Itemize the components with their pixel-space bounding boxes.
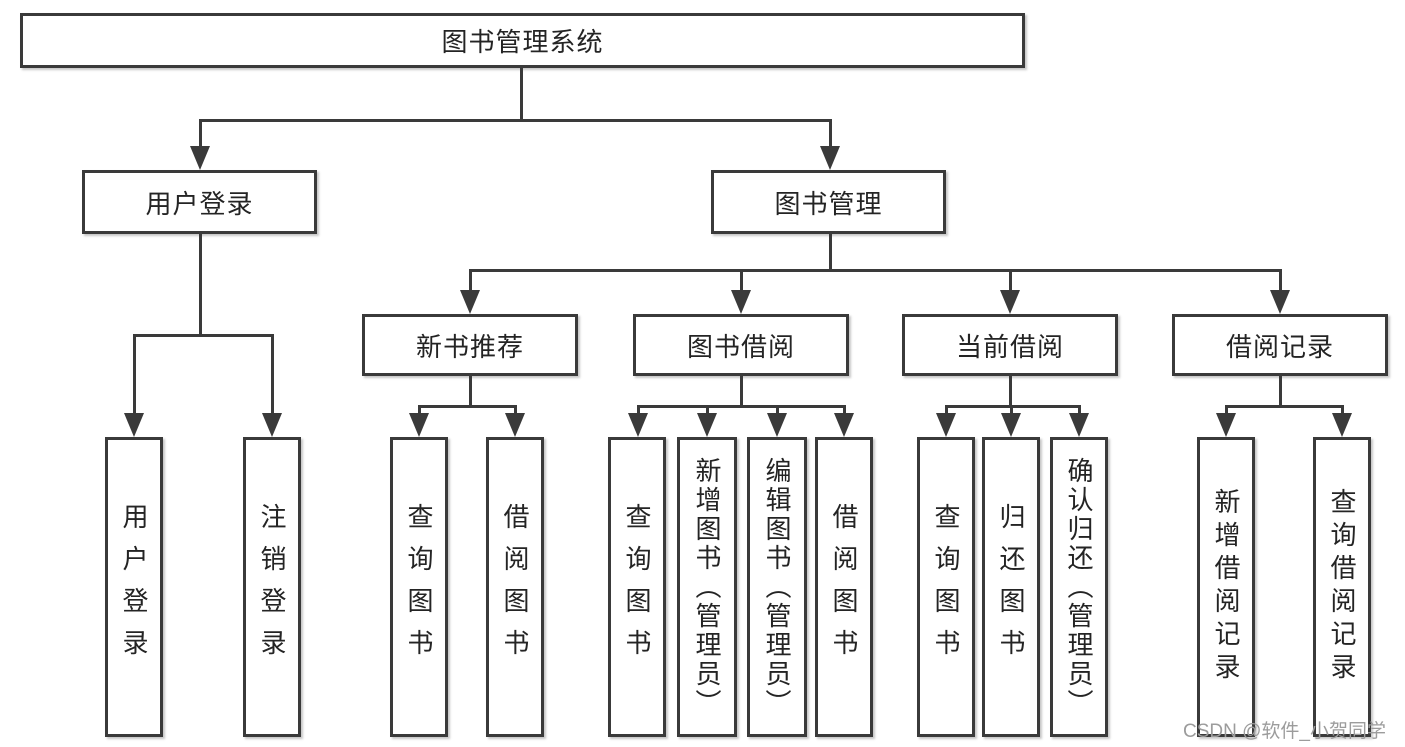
- arrow-new-book-leaf2-icon: [505, 413, 525, 437]
- connector-user-login-drop1: [133, 334, 136, 416]
- arrow-to-user-login-icon: [190, 146, 210, 170]
- leaf-add-book-admin: 新增图书（管理员）: [677, 437, 737, 737]
- connector-borrow-records-stem: [1279, 376, 1282, 408]
- leaf-query-books-borrow: 查询图书: [608, 437, 666, 737]
- connector-user-login-drop2: [271, 334, 274, 416]
- connector-root-right-drop: [829, 119, 832, 151]
- connector-borrow-records-hbar: [1225, 405, 1344, 408]
- leaf-add-book-admin-label: 新增图书（管理员）: [692, 456, 722, 718]
- node-current-borrow: 当前借阅: [902, 314, 1118, 376]
- connector-root-left-drop: [199, 119, 202, 151]
- node-user-login: 用户登录: [82, 170, 317, 234]
- arrow-book-borrow-leaf4-icon: [834, 413, 854, 437]
- arrow-current-borrow-leaf2-icon: [1001, 413, 1021, 437]
- leaf-edit-book-admin-label: 编辑图书（管理员）: [762, 456, 792, 718]
- leaf-add-borrow-record: 新增借阅记录: [1197, 437, 1255, 737]
- node-library-system-label: 图书管理系统: [441, 27, 604, 57]
- node-current-borrow-label: 当前借阅: [955, 331, 1064, 362]
- connector-book-borrow-drop1: [637, 405, 640, 415]
- leaf-query-borrow-record: 查询借阅记录: [1313, 437, 1371, 737]
- leaf-borrow-books: 借阅图书: [815, 437, 873, 737]
- connector-current-borrow-drop1: [945, 405, 948, 415]
- leaf-user-login-label: 用户登录: [119, 503, 149, 671]
- connector-book-mgmt-drop4: [1279, 269, 1282, 293]
- node-book-borrow-label: 图书借阅: [686, 331, 795, 362]
- arrow-book-borrow-leaf2-icon: [697, 413, 717, 437]
- connector-book-mgmt-drop2: [740, 269, 743, 293]
- connector-user-login-hbar: [133, 334, 274, 337]
- node-new-book-recommend-label: 新书推荐: [415, 331, 524, 362]
- leaf-add-borrow-record-label: 新增借阅记录: [1211, 488, 1241, 686]
- arrow-book-borrow-leaf3-icon: [767, 413, 787, 437]
- connector-book-mgmt-hbar: [469, 269, 1282, 272]
- connector-new-book-stem: [469, 376, 472, 408]
- leaf-query-books-current-label: 查询图书: [931, 503, 961, 671]
- connector-book-borrow-stem: [740, 376, 743, 408]
- csdn-watermark: CSDN @软件_小贺同学: [1183, 721, 1386, 742]
- leaf-confirm-return-admin: 确认归还（管理员）: [1050, 437, 1108, 737]
- connector-new-book-hbar: [418, 405, 517, 408]
- connector-root-stem: [520, 68, 523, 122]
- arrow-current-borrow-leaf3-icon: [1069, 413, 1089, 437]
- node-borrow-records: 借阅记录: [1172, 314, 1388, 376]
- arrow-borrow-records-leaf1-icon: [1216, 413, 1236, 437]
- connector-book-mgmt-stem: [829, 234, 832, 272]
- connector-book-borrow-drop4: [843, 405, 846, 415]
- leaf-return-books: 归还图书: [982, 437, 1040, 737]
- leaf-borrow-books-label: 借阅图书: [829, 503, 859, 671]
- arrow-book-borrow-leaf1-icon: [628, 413, 648, 437]
- leaf-logout-label: 注销登录: [257, 503, 287, 671]
- leaf-edit-book-admin: 编辑图书（管理员）: [747, 437, 807, 737]
- node-book-management-label: 图书管理: [774, 188, 883, 219]
- node-user-login-label: 用户登录: [145, 188, 254, 219]
- node-new-book-recommend: 新书推荐: [362, 314, 578, 376]
- arrow-to-leaf-user-login-icon: [124, 413, 144, 437]
- connector-book-mgmt-drop1: [469, 269, 472, 293]
- arrow-new-book-leaf1-icon: [409, 413, 429, 437]
- connector-book-borrow-drop2: [706, 405, 709, 415]
- leaf-query-books-current: 查询图书: [917, 437, 975, 737]
- arrow-to-new-book-icon: [460, 290, 480, 314]
- arrow-to-current-borrow-icon: [1000, 290, 1020, 314]
- leaf-query-books-recommend-label: 查询图书: [404, 503, 434, 671]
- leaf-borrow-books-recommend-label: 借阅图书: [500, 503, 530, 671]
- arrow-to-borrow-records-icon: [1270, 290, 1290, 314]
- leaf-query-books-recommend: 查询图书: [390, 437, 448, 737]
- node-borrow-records-label: 借阅记录: [1225, 331, 1334, 362]
- leaf-confirm-return-admin-label: 确认归还（管理员）: [1064, 456, 1094, 718]
- connector-user-login-stem: [199, 234, 202, 337]
- leaf-logout: 注销登录: [243, 437, 301, 737]
- connector-current-borrow-drop2: [1010, 405, 1013, 415]
- arrow-to-leaf-logout-icon: [262, 413, 282, 437]
- leaf-query-books-borrow-label: 查询图书: [622, 503, 652, 671]
- connector-current-borrow-stem: [1009, 376, 1012, 408]
- arrow-current-borrow-leaf1-icon: [936, 413, 956, 437]
- connector-borrow-records-drop1: [1225, 405, 1228, 415]
- connector-current-borrow-drop3: [1078, 405, 1081, 415]
- leaf-borrow-books-recommend: 借阅图书: [486, 437, 544, 737]
- leaf-user-login: 用户登录: [105, 437, 163, 737]
- connector-book-borrow-drop3: [776, 405, 779, 415]
- connector-new-book-drop1: [418, 405, 421, 415]
- node-library-system: 图书管理系统: [20, 13, 1025, 68]
- leaf-query-borrow-record-label: 查询借阅记录: [1327, 488, 1357, 686]
- node-book-management: 图书管理: [711, 170, 946, 234]
- node-book-borrow: 图书借阅: [633, 314, 849, 376]
- connector-new-book-drop2: [514, 405, 517, 415]
- connector-book-borrow-hbar: [637, 405, 846, 408]
- arrow-to-book-borrow-icon: [731, 290, 751, 314]
- arrow-to-book-management-icon: [820, 146, 840, 170]
- arrow-borrow-records-leaf2-icon: [1332, 413, 1352, 437]
- connector-root-hbar: [199, 119, 831, 122]
- leaf-return-books-label: 归还图书: [996, 503, 1026, 671]
- connector-borrow-records-drop2: [1341, 405, 1344, 415]
- connector-current-borrow-hbar: [945, 405, 1081, 408]
- connector-book-mgmt-drop3: [1009, 269, 1012, 293]
